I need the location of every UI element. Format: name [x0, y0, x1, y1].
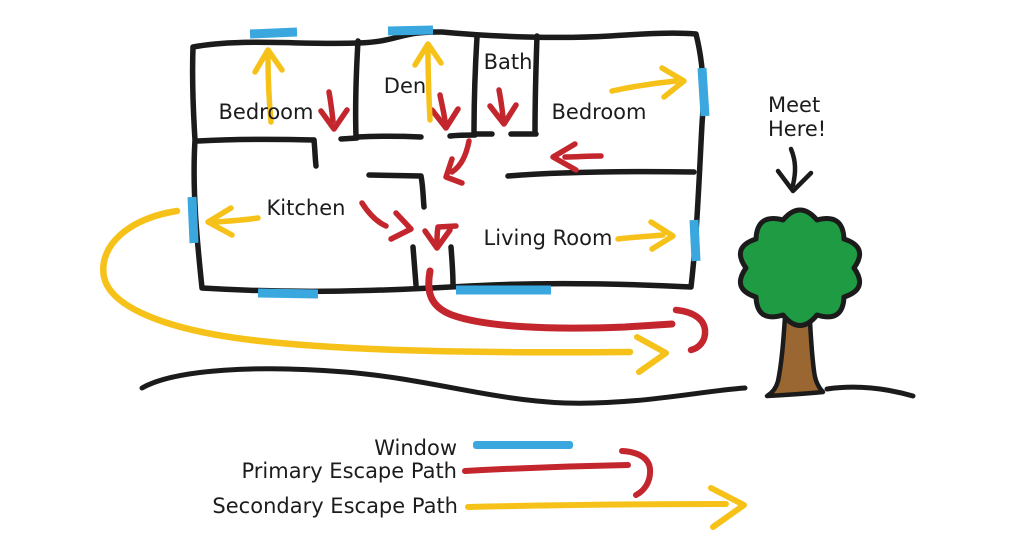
- meet-here-line2: Here!: [768, 117, 826, 141]
- secondary-arrow-den: [412, 41, 444, 123]
- room-labels: Bedroom Den Bath Bedroom Kitchen Living …: [219, 50, 647, 250]
- window-bedroomR-right: [697, 67, 710, 117]
- wall-bath-bedroomR: [532, 33, 540, 136]
- primary-arrow-kitchen: [359, 200, 414, 242]
- primary-arrow-hall-down: [422, 223, 459, 251]
- windows: [187, 25, 710, 299]
- window-kitchen-left: [187, 196, 199, 244]
- primary-arrow-bath: [487, 87, 519, 127]
- primary-arrow-den: [429, 92, 461, 131]
- legend-secondary-arrow: [465, 485, 747, 530]
- primary-path-exit: [425, 267, 709, 354]
- legend-primary-arrow: [462, 448, 654, 498]
- wall-den-bath: [471, 34, 480, 137]
- label-den: Den: [384, 74, 426, 98]
- primary-escape-arrows: [318, 87, 709, 354]
- primary-arrow-bedroomR: [550, 141, 604, 173]
- legend-secondary-label: Secondary Escape Path: [212, 494, 458, 518]
- meeting-tree: [737, 207, 863, 399]
- secondary-arrow-kitchen: [205, 205, 261, 238]
- wall-kitchen-upper: [366, 172, 427, 210]
- wall-bedroomR-living: [505, 168, 697, 179]
- window-den-top: [387, 25, 434, 36]
- label-bath: Bath: [484, 50, 533, 74]
- secondary-path-exit: [100, 207, 669, 375]
- wall-bedroomL-bottom: [195, 136, 317, 144]
- secondary-escape-arrows: [100, 41, 687, 375]
- primary-arrow-hall-curve: [443, 138, 472, 186]
- legend: Window Primary Escape Path Secondary Esc…: [212, 436, 747, 530]
- wall-living-left: [448, 244, 456, 288]
- meet-here-label: Meet Here!: [768, 93, 826, 141]
- wall-seg-den-door-right: [447, 132, 478, 139]
- meet-here-arrow: [775, 146, 814, 194]
- secondary-arrow-living: [615, 219, 676, 252]
- legend-window-label: Window: [374, 436, 457, 460]
- legend-window-swatch: [473, 441, 573, 449]
- wall-seg-bedroom-door-right: [338, 135, 360, 142]
- ground-line: [139, 366, 916, 406]
- secondary-arrow-bedroomR: [609, 65, 687, 100]
- meet-here-line1: Meet: [768, 93, 820, 117]
- wall-kitchen-lower: [410, 244, 419, 288]
- wall-bedroomL-den: [352, 38, 361, 140]
- label-living-room: Living Room: [484, 226, 613, 250]
- label-bedroom-left: Bedroom: [219, 100, 314, 124]
- legend-primary-label: Primary Escape Path: [241, 459, 457, 483]
- window-bedroomL-top: [249, 27, 298, 39]
- label-bedroom-right: Bedroom: [552, 100, 647, 124]
- house-walls: [189, 29, 707, 295]
- window-living-right: [689, 219, 701, 262]
- primary-arrow-bedroomL: [318, 89, 350, 132]
- wall-hall-stub: [311, 137, 319, 169]
- tree-canopy: [737, 207, 863, 328]
- secondary-arrow-bedroomL: [252, 47, 285, 125]
- label-kitchen: Kitchen: [267, 196, 346, 220]
- wall-den-bottom: [354, 133, 424, 140]
- window-kitchen-bottom: [257, 288, 319, 299]
